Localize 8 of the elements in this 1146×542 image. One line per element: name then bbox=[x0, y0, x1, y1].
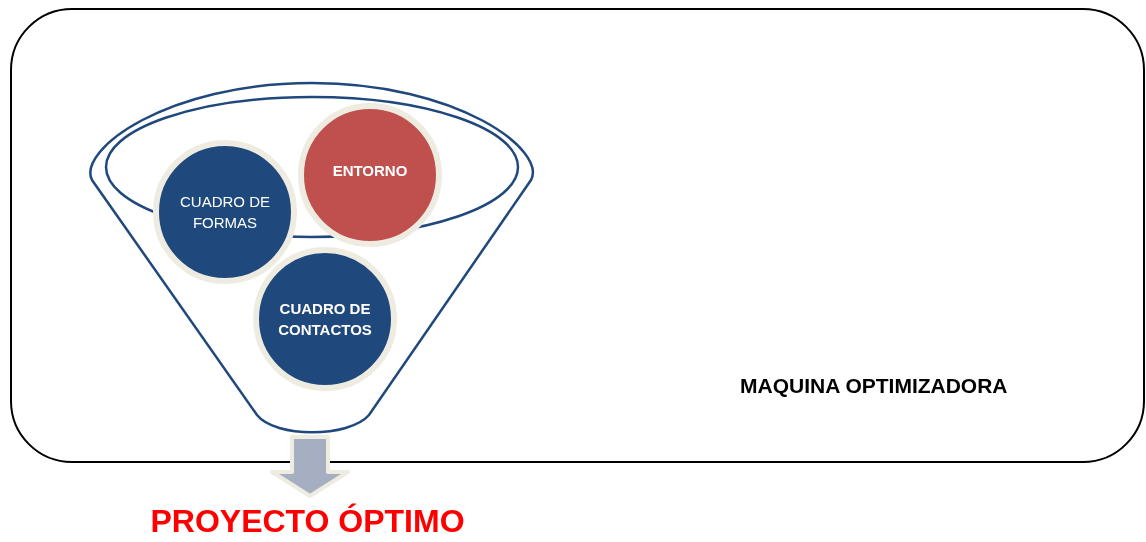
circle-label: CUADRO DE FORMAS bbox=[179, 192, 271, 233]
circle-label: ENTORNO bbox=[331, 160, 409, 181]
circle-label: CUADRO DE CONTACTOS bbox=[277, 299, 373, 340]
circle-node bbox=[298, 103, 442, 247]
result-text: PROYECTO ÓPTIMO bbox=[150, 502, 465, 540]
rounded-frame bbox=[10, 8, 1145, 463]
frame-title: MAQUINA OPTIMIZADORA bbox=[740, 374, 1008, 398]
block-arrow bbox=[270, 435, 350, 498]
